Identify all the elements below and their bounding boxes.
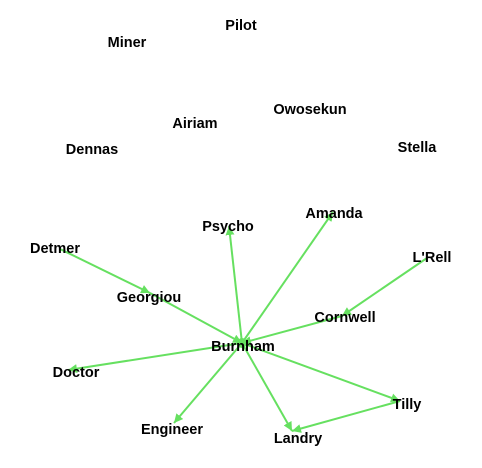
node-label-georgiou: Georgiou [117, 290, 181, 306]
edges-layer [59, 211, 428, 433]
node-label-landry: Landry [274, 431, 322, 447]
edge-burnham-to-doctor [67, 342, 243, 374]
node-label-airiam: Airiam [172, 116, 217, 132]
node-label-pilot: Pilot [225, 18, 257, 34]
edge-cornwell-to-burnham [241, 315, 343, 345]
edge-burnham-to-amanda [241, 211, 334, 344]
edge-detmer-to-georgiou [59, 248, 151, 294]
edge-lrell-to-cornwell [341, 257, 428, 317]
node-label-stella: Stella [398, 140, 438, 156]
node-label-detmer: Detmer [30, 241, 80, 257]
edge-burnham-to-landry [241, 342, 293, 432]
edge-burnham-to-psycho [225, 225, 243, 344]
node-label-amanda: Amanda [305, 206, 363, 222]
edge-georgiou-to-burnham [149, 292, 243, 344]
node-label-miner: Miner [108, 35, 147, 51]
node-label-doctor: Doctor [53, 365, 100, 381]
node-label-tilly: Tilly [393, 397, 422, 413]
node-label-psycho: Psycho [202, 219, 254, 235]
edge-burnham-to-tilly [241, 342, 401, 403]
node-label-cornwell: Cornwell [314, 310, 375, 326]
edge-tilly-to-landry [291, 400, 401, 433]
edge-burnham-to-engineer [173, 342, 243, 424]
node-label-lrell: L'Rell [413, 250, 452, 266]
burnham-hub-dot [237, 338, 247, 348]
node-label-owosekun: Owosekun [273, 102, 346, 118]
node-label-burnham: Burnham [211, 339, 275, 355]
node-label-engineer: Engineer [141, 422, 203, 438]
node-label-dennas: Dennas [66, 142, 118, 158]
